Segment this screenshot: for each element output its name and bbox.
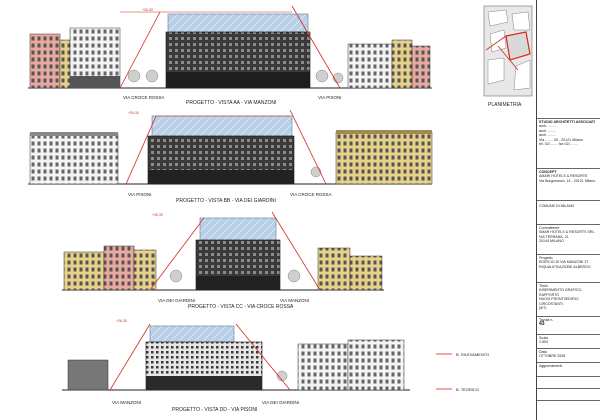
legend: B. RILEVAMENTO B. TEORICO <box>436 352 489 392</box>
main-building-glass-top <box>149 325 235 343</box>
elevation-title: PROGETTO - VISTA DD - VIA PISONI <box>172 407 257 413</box>
tree <box>169 269 183 283</box>
street-label: VIA PISONI <box>128 192 152 197</box>
building-right-1 <box>335 131 433 185</box>
height-marker: +26.30 <box>152 213 163 217</box>
building-right-2 <box>349 255 383 291</box>
elevation-dd: +26.30 VIA MANZONI VIA DEI GIARDINI PROG… <box>62 319 410 413</box>
building-left-1 <box>29 33 61 89</box>
legend-teorico: B. TEORICO <box>456 387 479 392</box>
building-right-1 <box>317 247 351 291</box>
scale: Scala 1:500 <box>539 336 548 345</box>
main-building-glass-top <box>199 217 277 241</box>
project-site <box>505 31 531 61</box>
height-marker: +26.30 <box>116 319 127 323</box>
building-right-3 <box>411 45 431 89</box>
building-left-2 <box>103 245 135 291</box>
tavola-number: Tavola n. 43 <box>539 318 554 327</box>
street-label: VIA DEI GIARDINI <box>158 298 195 303</box>
planimetria: PLANIMETRIA <box>483 5 533 108</box>
sight-line <box>119 11 161 89</box>
building-right-2 <box>347 339 405 391</box>
building-left-1 <box>67 359 109 391</box>
sight-line <box>271 211 321 291</box>
building-left-2 <box>59 39 71 89</box>
street-label: VIA MANZONI <box>112 400 141 405</box>
height-marker: +26.30 <box>128 111 139 115</box>
street-label: VIA CROCE ROSSA <box>290 192 332 197</box>
tree <box>145 69 159 83</box>
building-left-1 <box>63 251 105 291</box>
main-building-glass-top <box>167 13 309 33</box>
title-block: STUDIO ARCHITETTI ASSOCIATI arch. ......… <box>536 0 600 420</box>
elevation-aa: +26.30 VIA CROCE ROSSA VIA PISONI PROGET… <box>28 5 432 106</box>
aggiornamenti: Aggiornamenti <box>539 364 563 368</box>
studio-block: STUDIO ARCHITETTI ASSOCIATI arch. ......… <box>539 120 595 147</box>
street-label: VIA CROCE ROSSA <box>123 95 165 100</box>
sight-line <box>149 217 205 291</box>
sight-line <box>235 323 291 391</box>
street-label: VIA PISONI <box>318 95 342 100</box>
tree <box>310 166 322 178</box>
elevation-bb: +26.30 VIA PISONI VIA CROCE ROSSA PROGET… <box>28 109 433 204</box>
building-left-3 <box>133 249 157 291</box>
tavola-block: Titolo INSERIMENTO GRAFICO, RAPPORTO NUO… <box>539 284 583 311</box>
elevation-title: PROGETTO - VISTA BB - VIA DEI GIARDINI <box>176 198 276 204</box>
building-right-1 <box>347 43 393 89</box>
progetto-block: Progetto EDIFICIO DI VIA MANZONI 37 RIQU… <box>539 256 591 269</box>
building-right-2 <box>391 39 413 89</box>
sight-line <box>291 5 341 89</box>
legend-rilevamento: B. RILEVAMENTO <box>456 352 489 357</box>
building-right-1 <box>297 343 349 391</box>
elevation-title: PROGETTO - VISTA AA - VIA MANZONI <box>186 100 276 106</box>
tree <box>276 370 288 382</box>
height-marker: +26.30 <box>142 8 153 12</box>
planimetria-label: PLANIMETRIA <box>488 102 522 108</box>
elevation-title: PROGETTO - VISTA CC - VIA CROCE ROSSA <box>188 304 294 310</box>
client-block: CONCEPT AMARI HOTELS & RESORTS Via Borgo… <box>539 170 596 183</box>
main-building-glass-top <box>151 115 293 137</box>
comune: COMUNE DI MILANO <box>539 204 575 208</box>
sight-line <box>125 115 157 185</box>
sight-line <box>109 323 151 391</box>
tree <box>127 69 141 83</box>
committente-block: Committente SMAR HOTELS & RESORTS SRL VI… <box>539 226 595 244</box>
building-left-1 <box>29 133 119 185</box>
date: Data OTTOBRE 2008 <box>539 350 566 359</box>
street-label: VIA MANZONI <box>280 298 309 303</box>
sight-line <box>289 109 327 185</box>
tree <box>315 69 329 83</box>
tree <box>287 269 301 283</box>
elevation-cc: +26.30 VIA DEI GIARDINI VIA MANZONI PROG… <box>62 211 384 310</box>
street-label: VIA DEI GIARDINI <box>262 400 299 405</box>
